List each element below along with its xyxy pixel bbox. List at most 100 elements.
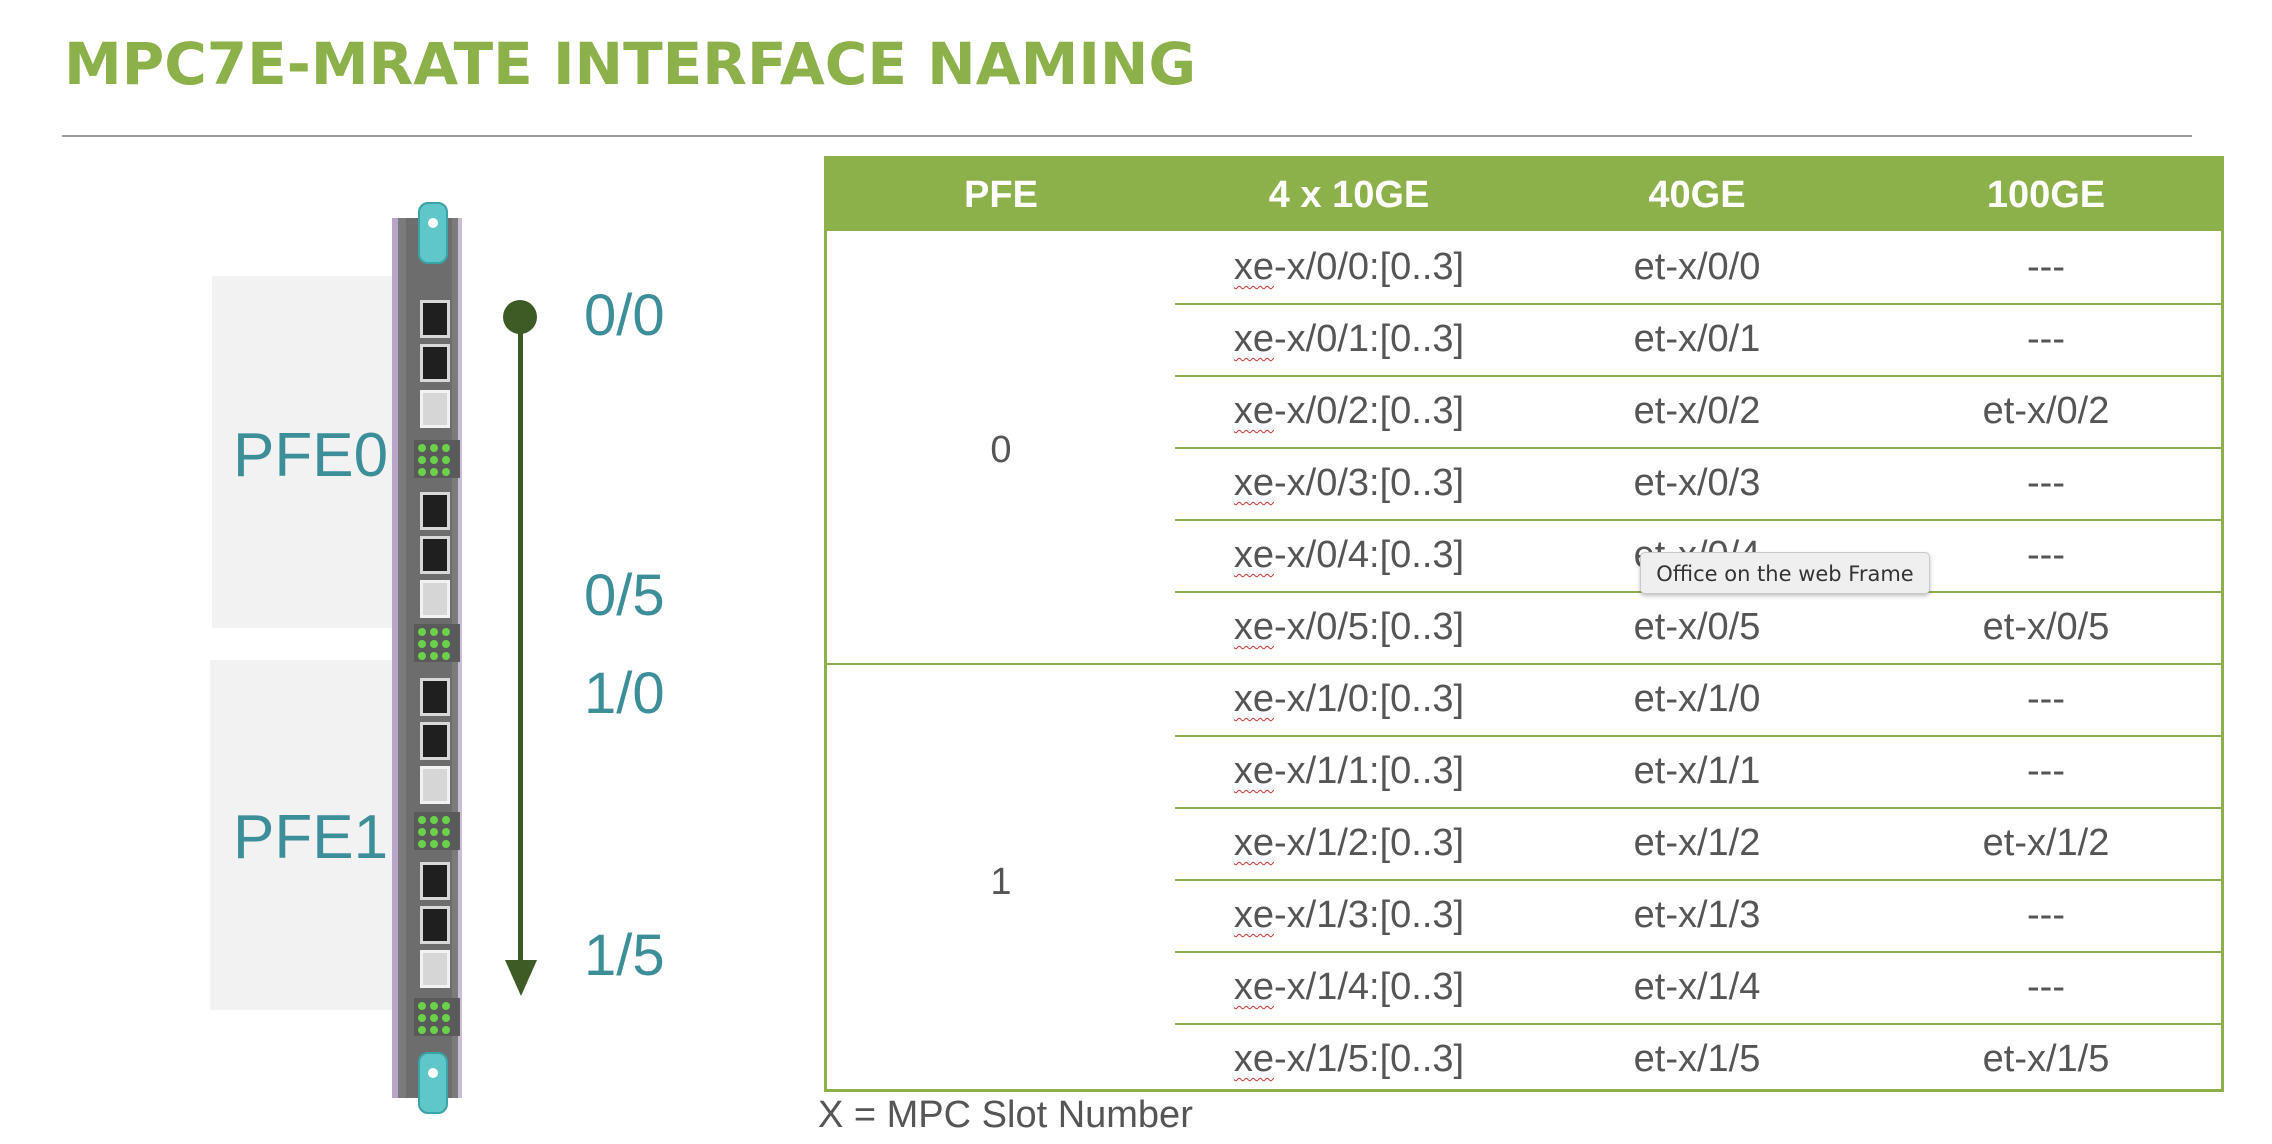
xe-suffix: -x/0/3:[0..3] (1274, 462, 1465, 504)
table-row-cell-xe: xe-x/0/5:[0..3] (1175, 591, 1523, 663)
table-row-cell-100ge: et-x/0/5 (1982, 606, 2110, 648)
table-row-cell-40ge: et-x/1/1 (1633, 750, 1761, 792)
xe-prefix: xe (1233, 246, 1275, 288)
table-row-cell-40ge: et-x/0/0 (1633, 246, 1761, 288)
pfe1-label: PFE1 (233, 803, 389, 872)
port-1-5 (420, 950, 450, 988)
port-1-0 (420, 678, 450, 716)
card-handle-bottom-icon (418, 1052, 448, 1114)
table-row-cell-40ge: et-x/0/3 (1633, 462, 1761, 504)
xe-suffix: -x/0/0:[0..3] (1274, 246, 1465, 288)
xe-suffix: -x/0/1:[0..3] (1274, 318, 1465, 360)
port-0-4 (420, 536, 450, 574)
xe-suffix: -x/1/5:[0..3] (1274, 1038, 1465, 1080)
xe-prefix: xe (1233, 1038, 1275, 1080)
table-row-cell-100ge: et-x/1/5 (1982, 1038, 2110, 1080)
interface-naming-table: PFE 4 x 10GE 40GE 100GE 0 1 xe-x/0/0:[0.… (824, 156, 2224, 1092)
table-row-cell-xe: xe-x/0/4:[0..3] (1175, 519, 1523, 591)
port-0-5 (420, 580, 450, 618)
port-1-2 (420, 766, 450, 804)
table-row-cell-xe: xe-x/1/0:[0..3] (1175, 663, 1523, 735)
table-row-cell-100ge: --- (2027, 534, 2065, 576)
table-row-cell-100ge: et-x/0/2 (1982, 390, 2110, 432)
header-pfe: PFE (964, 174, 1038, 216)
port-0-0 (420, 300, 450, 338)
xe-prefix: xe (1233, 534, 1275, 576)
table-row-cell-100ge: --- (2027, 966, 2065, 1008)
table-row-cell-100ge: --- (2027, 246, 2065, 288)
table-row-cell-40ge: et-x/0/5 (1633, 606, 1761, 648)
row-divider (1175, 519, 2221, 521)
slot-number-footnote: X = MPC Slot Number (818, 1094, 1193, 1136)
port-label-0-5: 0/5 (584, 563, 665, 628)
table-row-cell-40ge: et-x/1/0 (1633, 678, 1761, 720)
header-40ge: 40GE (1648, 174, 1746, 216)
row-divider (1175, 807, 2221, 809)
port-label-0-0: 0/0 (584, 283, 665, 348)
table-row-cell-40ge: et-x/1/3 (1633, 894, 1761, 936)
xe-suffix: -x/1/0:[0..3] (1274, 678, 1465, 720)
port-0-2 (420, 390, 450, 428)
pfe1-panel (210, 660, 397, 1010)
table-row-cell-xe: xe-x/0/2:[0..3] (1175, 375, 1523, 447)
port-1-3 (420, 862, 450, 900)
card-handle-top-icon (418, 202, 448, 264)
xe-suffix: -x/1/2:[0..3] (1274, 822, 1465, 864)
table-row-cell-100ge: --- (2027, 894, 2065, 936)
xe-suffix: -x/0/5:[0..3] (1274, 606, 1465, 648)
table-row-cell-40ge: et-x/1/4 (1633, 966, 1761, 1008)
xe-prefix: xe (1233, 390, 1275, 432)
port-1-1 (420, 722, 450, 760)
led-grid-pfe0-upper (414, 440, 460, 478)
arrow-head-icon (505, 960, 537, 996)
table-row-cell-40ge: et-x/1/2 (1633, 822, 1761, 864)
xe-suffix: -x/0/2:[0..3] (1274, 390, 1465, 432)
xe-suffix: -x/1/3:[0..3] (1274, 894, 1465, 936)
title-divider (62, 135, 2192, 137)
port-0-3 (420, 492, 450, 530)
xe-suffix: -x/1/4:[0..3] (1274, 966, 1465, 1008)
port-1-4 (420, 906, 450, 944)
table-row-cell-xe: xe-x/0/3:[0..3] (1175, 447, 1523, 519)
row-divider (1175, 951, 2221, 953)
table-row-cell-xe: xe-x/1/3:[0..3] (1175, 879, 1523, 951)
led-grid-pfe0-lower (414, 624, 460, 662)
xe-prefix: xe (1233, 318, 1275, 360)
header-4x10ge: 4 x 10GE (1268, 174, 1430, 216)
xe-prefix: xe (1233, 462, 1275, 504)
table-row-cell-40ge: et-x/0/1 (1633, 318, 1761, 360)
table-row-cell-xe: xe-x/1/1:[0..3] (1175, 735, 1523, 807)
table-row-cell-40ge: et-x/0/2 (1633, 390, 1761, 432)
xe-prefix: xe (1233, 966, 1275, 1008)
table-row-cell-100ge: --- (2027, 750, 2065, 792)
table-header: PFE 4 x 10GE 40GE 100GE (827, 159, 2221, 231)
row-divider (1175, 879, 2221, 881)
xe-prefix: xe (1233, 894, 1275, 936)
pfe0-panel (212, 276, 397, 628)
line-card-body (406, 218, 460, 1098)
xe-prefix: xe (1233, 678, 1275, 720)
table-row-cell-100ge: --- (2027, 318, 2065, 360)
table-row-cell-100ge: --- (2027, 678, 2065, 720)
row-divider (1175, 735, 2221, 737)
table-row-cell-100ge: et-x/1/2 (1982, 822, 2110, 864)
pfe0-label: PFE0 (233, 421, 389, 490)
table-row-cell-xe: xe-x/1/5:[0..3] (1175, 1023, 1523, 1095)
xe-prefix: xe (1233, 606, 1275, 648)
xe-prefix: xe (1233, 822, 1275, 864)
slide-title: MPC7E-MRATE INTERFACE NAMING (64, 30, 1197, 98)
xe-prefix: xe (1233, 750, 1275, 792)
port-label-1-5: 1/5 (584, 923, 665, 988)
group-divider (827, 663, 2221, 665)
xe-suffix: -x/1/1:[0..3] (1274, 750, 1465, 792)
led-grid-pfe1-upper (414, 812, 460, 850)
row-divider (1175, 303, 2221, 305)
port-0-1 (420, 344, 450, 382)
port-order-arrow (518, 315, 523, 965)
table-row-cell-xe: xe-x/0/0:[0..3] (1175, 231, 1523, 303)
table-row-cell-xe: xe-x/1/4:[0..3] (1175, 951, 1523, 1023)
header-100ge: 100GE (1986, 174, 2106, 216)
row-divider (1175, 1023, 2221, 1025)
led-grid-pfe1-lower (414, 998, 460, 1036)
pfe-cell-1: 1 (990, 861, 1012, 903)
